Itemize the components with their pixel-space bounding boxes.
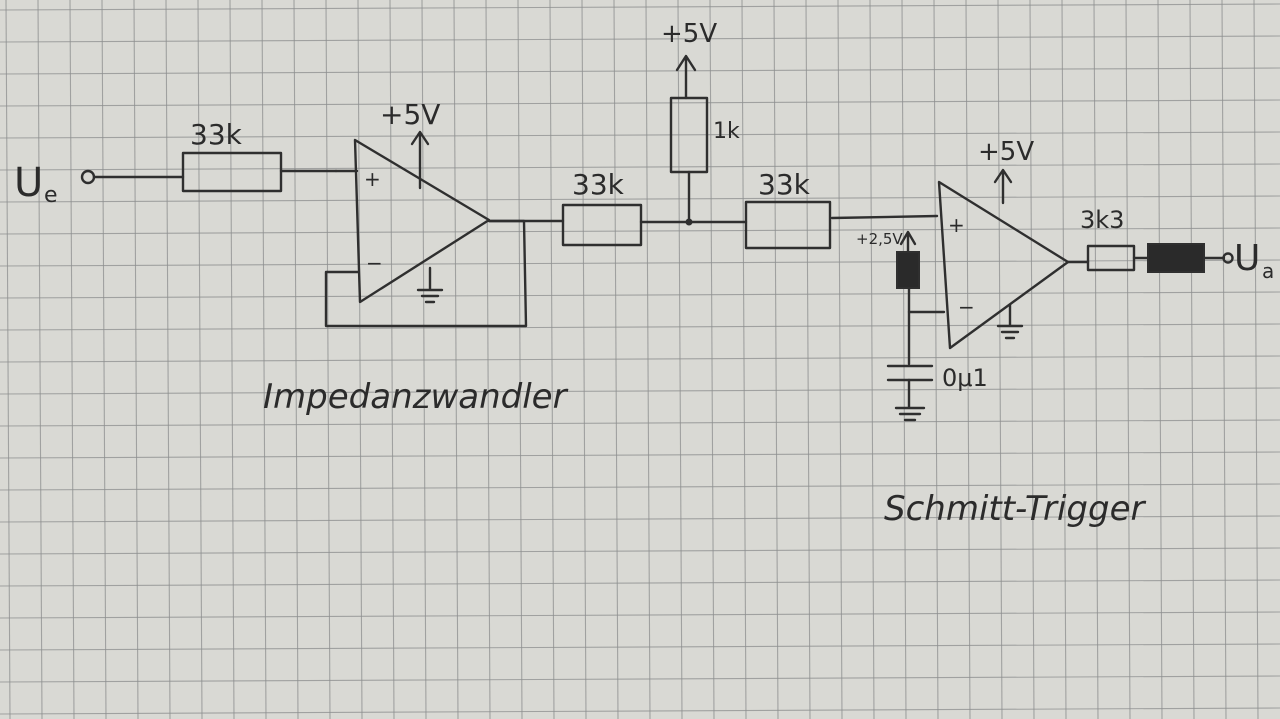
resistor-pullup: 1k +5V bbox=[661, 19, 740, 224]
grid-line-vertical bbox=[1093, 0, 1099, 719]
opamp1-ground-symbol bbox=[416, 266, 444, 304]
opamp1-supply-label: +5V bbox=[380, 98, 440, 131]
vref-arrow bbox=[899, 230, 917, 254]
grid-line-vertical bbox=[1189, 0, 1195, 719]
grid-line-vertical bbox=[997, 0, 1003, 719]
grid-line-horizontal bbox=[0, 451, 1280, 459]
grid-line-horizontal bbox=[0, 67, 1280, 75]
pullup-supply-label: +5V bbox=[661, 19, 717, 49]
grid-line-vertical bbox=[389, 0, 395, 719]
wire-r3-to-op2 bbox=[830, 214, 939, 220]
output-filled-component bbox=[1147, 243, 1205, 273]
grid-line-vertical bbox=[965, 0, 971, 719]
resistor-r1: 33k bbox=[181, 118, 283, 193]
grid-line-vertical bbox=[1157, 0, 1163, 719]
grid-line-vertical bbox=[1221, 0, 1227, 719]
input-label-subscript: e bbox=[44, 183, 58, 208]
grid-line-horizontal bbox=[0, 323, 1280, 331]
grid-line-horizontal bbox=[0, 483, 1280, 491]
output-node-circle bbox=[1222, 252, 1234, 264]
opamp1-supply-arrow bbox=[410, 130, 430, 190]
opamp2-supply-label: +5V bbox=[978, 137, 1034, 167]
opamp2-minus: − bbox=[958, 295, 975, 319]
grid-line-horizontal bbox=[0, 131, 1280, 139]
opamp2-plus: + bbox=[948, 213, 965, 237]
output-label: U bbox=[1234, 238, 1260, 279]
grid-line-vertical bbox=[37, 0, 43, 719]
grid-line-vertical bbox=[293, 0, 299, 719]
output-terminal: U a bbox=[1222, 238, 1274, 283]
resistor-r2: 33k bbox=[561, 168, 643, 247]
grid-line-horizontal bbox=[0, 35, 1280, 43]
opamp1-plus: + bbox=[364, 167, 381, 191]
grid-line-vertical bbox=[357, 0, 363, 719]
resistor-r1-label: 33k bbox=[190, 118, 243, 151]
opamp2-supply-arrow bbox=[993, 168, 1013, 205]
vref-label: +2,5V bbox=[856, 230, 903, 248]
reference-network: +2,5V 0μ1 bbox=[856, 230, 988, 422]
grid-line-horizontal bbox=[0, 707, 1280, 715]
pullup-supply-arrow bbox=[675, 54, 697, 100]
opamp-schmitt-trigger: + − +5V bbox=[937, 137, 1070, 350]
grid-line-vertical bbox=[165, 0, 171, 719]
caption-impedance-converter: Impedanzwandler bbox=[263, 377, 569, 417]
grid-line-vertical bbox=[709, 0, 715, 719]
grid-line-vertical bbox=[837, 0, 843, 719]
grid-line-horizontal bbox=[0, 387, 1280, 395]
grid-line-horizontal bbox=[0, 643, 1280, 651]
grid-line-horizontal bbox=[0, 195, 1280, 203]
opamp1-triangle bbox=[353, 138, 491, 304]
grid-line-horizontal bbox=[0, 515, 1280, 523]
grid-line-horizontal bbox=[0, 3, 1280, 11]
grid-line-vertical bbox=[325, 0, 331, 719]
resistor-pullup-body bbox=[669, 96, 709, 174]
grid-line-vertical bbox=[101, 0, 107, 719]
grid-line-vertical bbox=[677, 0, 683, 719]
grid-line-vertical bbox=[869, 0, 875, 719]
grid-line-vertical bbox=[133, 0, 139, 719]
grid-line-vertical bbox=[197, 0, 203, 719]
grid-line-vertical bbox=[1125, 0, 1131, 719]
resistor-r3: 33k bbox=[744, 168, 832, 250]
grid-line-horizontal bbox=[0, 611, 1280, 619]
input-label: U bbox=[14, 160, 43, 206]
grid-line-vertical bbox=[773, 0, 779, 719]
grid-line-vertical bbox=[5, 0, 11, 719]
grid-line-horizontal bbox=[0, 579, 1280, 587]
grid-line-vertical bbox=[261, 0, 267, 719]
grid-line-vertical bbox=[229, 0, 235, 719]
grid-line-vertical bbox=[741, 0, 747, 719]
resistor-pullup-label: 1k bbox=[713, 119, 740, 144]
vref-filled-resistor bbox=[896, 251, 920, 289]
grid-line-vertical bbox=[933, 0, 939, 719]
grid-line-vertical bbox=[1029, 0, 1035, 719]
opamp-impedance-converter: + − +5V bbox=[334, 98, 491, 304]
resistor-r2-label: 33k bbox=[572, 168, 625, 201]
resistor-r4-label: 3k3 bbox=[1080, 206, 1124, 234]
grid-line-horizontal bbox=[0, 163, 1280, 171]
opamp2-ground-symbol bbox=[996, 303, 1024, 340]
grid-line-horizontal bbox=[0, 547, 1280, 555]
grid-line-vertical bbox=[69, 0, 75, 719]
grid-line-vertical bbox=[805, 0, 811, 719]
capacitor-ground-symbol bbox=[894, 378, 926, 422]
output-label-subscript: a bbox=[1262, 259, 1274, 283]
input-terminal: U e bbox=[14, 160, 96, 208]
resistor-r2-body bbox=[561, 203, 643, 247]
grid-line-vertical bbox=[901, 0, 907, 719]
grid-line-horizontal bbox=[0, 291, 1280, 299]
caption-schmitt-trigger: Schmitt-Trigger bbox=[884, 489, 1146, 529]
grid-line-horizontal bbox=[0, 419, 1280, 427]
capacitor-label: 0μ1 bbox=[942, 364, 988, 392]
resistor-r3-label: 33k bbox=[758, 168, 811, 201]
grid-line-vertical bbox=[1253, 0, 1259, 719]
grid-line-horizontal bbox=[0, 99, 1280, 107]
resistor-r3-body bbox=[744, 200, 832, 250]
opamp1-minus: − bbox=[366, 251, 383, 275]
grid-line-horizontal bbox=[0, 675, 1280, 683]
grid-line-horizontal bbox=[0, 355, 1280, 363]
grid-line-vertical bbox=[1061, 0, 1067, 719]
